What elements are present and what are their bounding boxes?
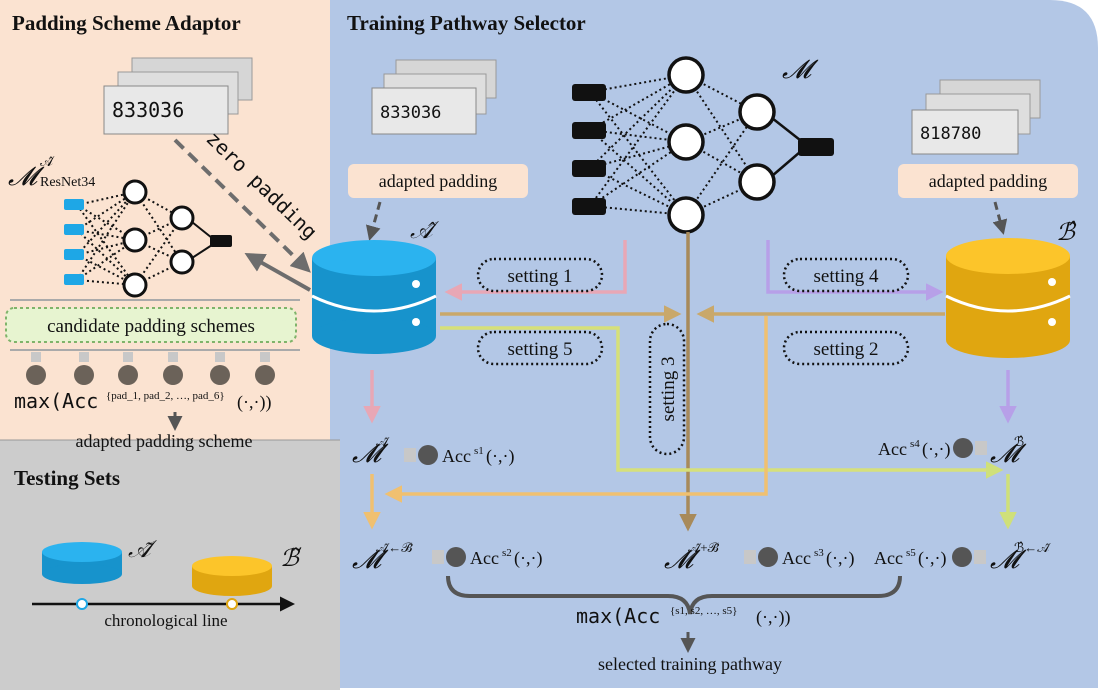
acc-s1-sup: s1 <box>474 445 484 457</box>
setting3-pill: setting 3 <box>648 322 686 456</box>
model-a-sup: 𝒜̂ <box>376 434 390 449</box>
plate-right-number: 818780 <box>920 124 981 144</box>
setting3-label: setting 3 <box>658 357 679 422</box>
adaptor-max-sup: {pad_1, pad_2, …, pad_6} <box>106 390 225 402</box>
chronological-line-label: chronological line <box>104 611 227 630</box>
adapted-padding-right-label: adapted padding <box>929 171 1047 191</box>
setting2-pill: setting 2 <box>782 330 910 366</box>
acc-s5-sup: s5 <box>906 547 916 559</box>
final-max-text: max(Acc <box>576 604 660 628</box>
testing-dataset-b-icon <box>192 556 272 596</box>
model-b-from-a-sup: ℬ̂←𝒜̂ <box>1014 540 1051 555</box>
setting2-return-arrow <box>384 316 768 503</box>
resnet-model-sub: ResNet34 <box>40 175 95 190</box>
acc-s3-text: Acc <box>782 548 811 568</box>
dataset-b-icon <box>945 238 1071 358</box>
padding-scheme-dials-icon <box>26 352 275 385</box>
dataset-b-label: ℬ̂ <box>1056 220 1077 246</box>
license-plate-stack-icon: 833036 <box>103 57 253 135</box>
selected-pathway-label: selected training pathway <box>598 654 782 674</box>
acc-s5-tail: (·,·) <box>918 548 946 569</box>
small-neural-net-icon <box>64 179 232 298</box>
plate-stack-right-icon: 818780 <box>911 79 1041 155</box>
eval-pin-icon <box>744 547 778 567</box>
adapt-feedback-arrow <box>244 253 311 292</box>
acc-s4-sup: s4 <box>910 438 920 450</box>
acc-s1-tail: (·,·) <box>486 446 514 467</box>
eval-pin-icon <box>952 547 986 567</box>
setting1-label: setting 1 <box>508 266 573 287</box>
acc-s5-text: Acc <box>874 548 903 568</box>
setting2-label: setting 2 <box>814 339 879 360</box>
plate-stack-left-icon: 833036 <box>371 59 497 135</box>
adapted-scheme-label: adapted padding scheme <box>76 431 253 451</box>
adapted-padding-left-box <box>348 164 528 198</box>
selection-brace <box>446 575 902 615</box>
adapted-padding-left-label: adapted padding <box>379 171 497 191</box>
candidate-schemes-box <box>5 307 297 343</box>
candidate-schemes-label: candidate padding schemes <box>47 316 255 337</box>
setting4-pill: setting 4 <box>782 257 910 293</box>
eval-pin-icon <box>953 438 987 458</box>
acc-s3-tail: (·,·) <box>826 548 854 569</box>
selector-title: Training Pathway Selector <box>347 11 586 35</box>
setting4-label: setting 4 <box>814 266 879 287</box>
adapted-padding-right-box <box>898 164 1078 198</box>
adaptor-title: Padding Scheme Adaptor <box>12 11 241 35</box>
acc-s4-text: Acc <box>878 439 907 459</box>
acc-s2-text: Acc <box>470 548 499 568</box>
zero-padding-arrow <box>173 138 311 273</box>
testing-title: Testing Sets <box>14 466 120 490</box>
acc-s3-sup: s3 <box>814 547 824 559</box>
central-neural-net-icon <box>572 56 834 234</box>
acc-s2-tail: (·,·) <box>514 548 542 569</box>
acc-s4-tail: (·,·) <box>922 439 950 460</box>
eval-pin-icon <box>432 547 466 567</box>
setting5-pill: setting 5 <box>476 330 604 366</box>
resnet-model-sup: 𝒜̂ <box>40 155 55 170</box>
model-b-sup: ℬ̂ <box>1014 434 1024 449</box>
model-a-plus-b-sup: 𝒜̂+ℬ̂ <box>688 540 720 555</box>
model-a-from-b-sup: 𝒜̂←ℬ̂ <box>376 540 413 555</box>
plate-left-number: 833036 <box>380 103 441 123</box>
setting1-pill: setting 1 <box>476 257 604 293</box>
acc-s1-text: Acc <box>442 446 471 466</box>
plate-number: 833036 <box>112 98 184 122</box>
final-max-sup: {s1, s2, …, s5} <box>670 605 737 617</box>
adaptor-max-text: max(Acc <box>14 389 98 413</box>
testing-dataset-a-icon <box>42 542 122 584</box>
setting5-label: setting 5 <box>508 339 573 360</box>
final-max-tail: (·,·)) <box>756 607 790 628</box>
adaptor-max-tail: (·,·)) <box>237 392 271 413</box>
testing-dataset-b-label: ℬ̃ <box>280 546 302 572</box>
eval-pin-icon <box>404 445 438 465</box>
dataset-a-icon <box>311 240 437 354</box>
acc-s2-sup: s2 <box>502 547 512 559</box>
setting5-arrow <box>440 326 1004 479</box>
